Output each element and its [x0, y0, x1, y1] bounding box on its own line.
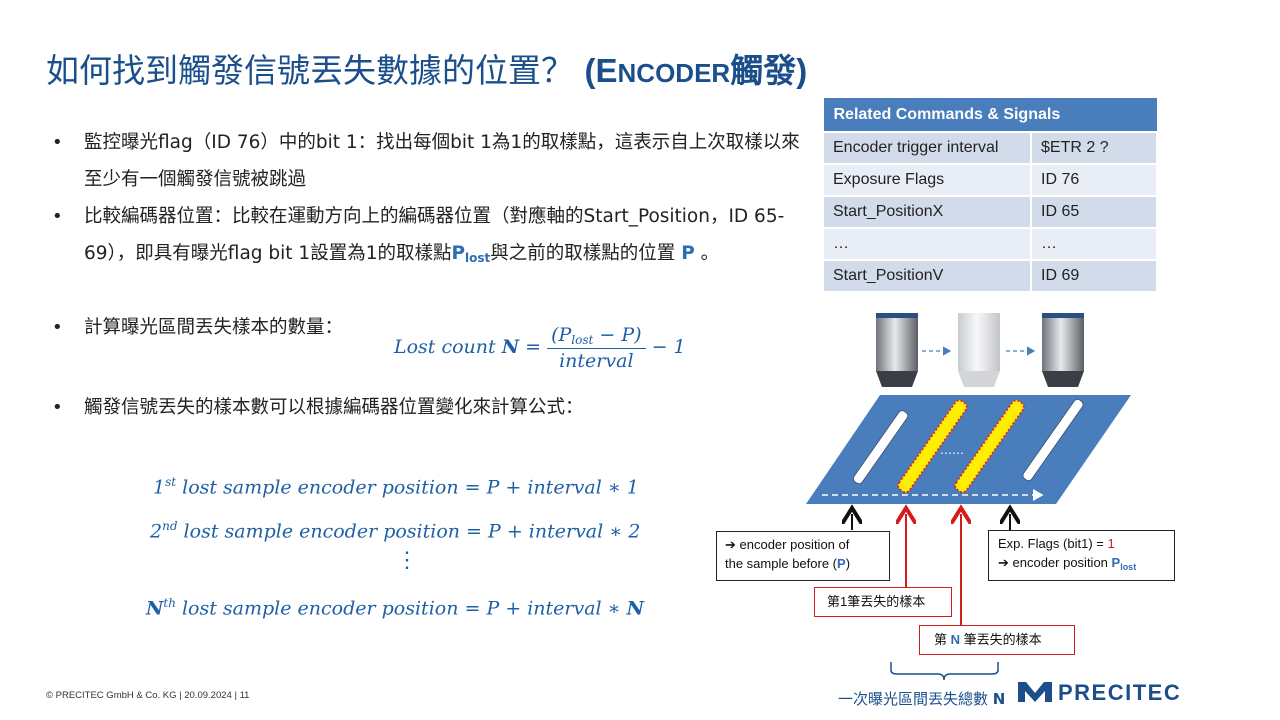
sample-stripe [1022, 398, 1084, 482]
callout-exposure-flags: Exp. Flags (bit1) = 1 ➔ encoder position… [988, 530, 1175, 581]
bullet-item: •計算曝光區間丟失樣本的數量： [52, 317, 344, 338]
lost-count-formula: Lost count N = (Plost − P)interval − 1 [394, 324, 686, 372]
table-row: Encoder trigger interval$ETR 2 ? [822, 131, 1158, 165]
precitec-logo: PRECITEC [1018, 680, 1181, 706]
trigger-diagram: …… [806, 313, 1131, 681]
callout-nth-lost: 第 N 筆丟失的樣本 [919, 625, 1075, 655]
lost-sample-stripe [897, 399, 968, 494]
callout-first-lost: 第1筆丟失的樣本 [814, 587, 952, 617]
sensor-lens-icon [958, 313, 1000, 387]
table-header: Related Commands & Signals [822, 97, 1158, 133]
precitec-mark-icon [1018, 682, 1052, 702]
bullet-list: •監控曝光flag（ID 76）中的bit 1：找出每個bit 1為1的取樣點，… [52, 124, 812, 426]
total-lost-label: 一次曝光區間丟失總數 N [838, 690, 1006, 708]
sample-plate [806, 395, 1131, 504]
callout-sample-before: ➔ encoder position of the sample before … [716, 531, 890, 581]
formula-first-lost: 1st lost sample encoder position = P + i… [153, 475, 639, 499]
bullet-item: •觸發信號丟失的樣本數可以根據編碼器位置變化來計算公式： [52, 397, 584, 418]
formula-second-lost: 2nd lost sample encoder position = P + i… [150, 519, 641, 543]
table-row: …… [822, 227, 1158, 261]
ellipsis-dots: …… [940, 443, 964, 457]
sensor-lens-icon [876, 313, 918, 387]
sensor-lens-icon [1042, 313, 1084, 387]
related-commands-table: Related Commands & Signals Encoder trigg… [822, 97, 1158, 293]
formula-vdots: ⋮ [396, 548, 418, 573]
footer-text: © PRECITEC GmbH & Co. KG | 20.09.2024 | … [46, 690, 250, 701]
page-title: 如何找到觸發信號丟失數據的位置？ (ENCODER觸發) [46, 44, 807, 92]
lost-sample-stripe [954, 399, 1025, 494]
range-brace [890, 662, 999, 681]
sample-stripe [852, 410, 909, 485]
title-suffix: (ENCODER觸發) [584, 52, 808, 89]
title-main: 如何找到觸發信號丟失數據的位置？ [46, 51, 574, 90]
bullet-item: •比較編碼器位置：比較在運動方向上的編碼器位置（對應軸的Start_Positi… [52, 206, 785, 265]
bullet-item: •監控曝光flag（ID 76）中的bit 1：找出每個bit 1為1的取樣點，… [52, 132, 800, 190]
formula-nth-lost: Nth lost sample encoder position = P + i… [146, 596, 645, 620]
